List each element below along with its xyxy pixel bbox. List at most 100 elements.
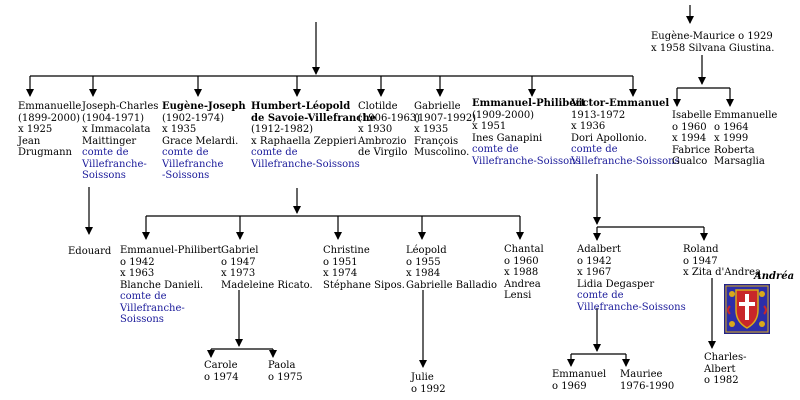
node-edouard-lines-1: Edouard <box>68 246 112 257</box>
node-clotilde-lines-5: de Virgilo <box>358 147 408 158</box>
coat-of-arms-icon <box>724 284 770 334</box>
node-mauriee-lines-1: Mauriee <box>620 369 663 380</box>
node-chantal-lines-2: o 1960 <box>504 255 539 267</box>
node-roland-lines-1: Roland <box>683 244 719 255</box>
node-joseph-charles-title-3: Soissons <box>82 170 126 181</box>
node-isabelle-lines-1: Isabelle <box>672 110 712 121</box>
node-isabelle-lines-5: Gualco <box>672 156 708 167</box>
node-clotilde-lines-2: (1906-1963) <box>358 112 421 124</box>
node-chantal-lines-4: Andrea <box>504 278 541 290</box>
node-adalbert-lines-4: Lidia Degasper <box>577 278 655 290</box>
node-clotilde-lines-3: x 1930 <box>358 124 393 135</box>
node-paola-lines-1: Paola <box>268 360 296 371</box>
node-emmanuelle-1964-lines-3: x 1999 <box>714 133 749 144</box>
node-humbert-leopold-lines-2: x Raphaella Zeppieri <box>251 135 357 147</box>
node-eugene-maurice-line-1: Eugène-Maurice o 1929 <box>651 31 773 42</box>
node-emmanuelle-1964-lines-5: Marsaglia <box>714 156 765 167</box>
node-chantal-lines-1: Chantal <box>504 244 544 255</box>
node-emmanuel-philibert-1942-lines-4: Blanche Danieli. <box>120 279 204 291</box>
node-emmanuelle-1964-lines-2: o 1964 <box>714 121 749 133</box>
node-victor-emmanuel-bold-1: Victor-Emmanuel <box>571 98 670 109</box>
node-victor-emmanuel-lines-3: Dori Apollonio. <box>571 132 647 144</box>
node-emmanuel-philibert-1909-title-2: Villefranche-Soissons <box>472 155 581 167</box>
node-victor-emmanuel-lines-2: x 1936 <box>571 121 606 132</box>
node-carole-lines-2: o 1974 <box>204 371 239 383</box>
node-emmanuelle-1964-lines-4: Roberta <box>714 144 755 156</box>
node-mauriee-lines-2: 1976-1990 <box>620 380 675 392</box>
node-charles-albert-lines-3: o 1982 <box>704 375 739 386</box>
node-emmanuel-philibert-1942-lines-3: x 1963 <box>120 268 155 279</box>
node-emmanuelle-1899-lines-1: Emmanuelle <box>18 101 82 112</box>
node-emmanuel-philibert-1909-bold-1: Emmanuel-Philibert <box>472 98 586 109</box>
node-paola-lines-2: o 1975 <box>268 371 303 383</box>
node-emmanuelle-1899-lines-4: Jean <box>18 135 41 147</box>
node-charles-albert-lines-1: Charles- <box>704 352 747 363</box>
node-chantal-lines-5: Lensi <box>504 290 532 301</box>
node-emmanuelle-1964-lines-1: Emmanuelle <box>714 110 778 121</box>
node-julie-lines-1: Julie <box>411 372 434 383</box>
node-emmanuel-philibert-1909-lines-1: (1909-2000) <box>472 109 535 121</box>
node-emmanuel-philibert-1942-title-2: Villefranche- <box>120 302 185 314</box>
node-humbert-leopold-bold-2: de Savoie-Villefranche <box>251 112 376 124</box>
node-eugene-joseph-title-3: -Soissons <box>162 170 210 181</box>
node-joseph-charles-title-2: Villefranche- <box>82 158 147 170</box>
node-emmanuel-1969-lines-1: Emmanuel <box>552 369 607 380</box>
node-joseph-charles-lines-1: Joseph-Charles <box>82 101 159 112</box>
node-gabriel-lines-3: x 1973 <box>221 268 256 279</box>
node-emmanuel-philibert-1909-lines-3: Ines Ganapini <box>472 132 543 144</box>
node-gabriel-lines-2: o 1947 <box>221 256 256 268</box>
node-gabrielle-1907-lines-4: François <box>414 135 459 147</box>
node-adalbert-title-2: Villefranche-Soissons <box>577 301 686 313</box>
node-christine-lines-4: Stéphane Sipos. <box>323 279 405 291</box>
node-julie-lines-2: o 1992 <box>411 383 446 395</box>
node-adalbert-lines-3: x 1967 <box>577 267 612 278</box>
node-leopold-lines-4: Gabrielle Balladio <box>406 279 498 291</box>
node-isabelle-lines-2: o 1960 <box>672 121 707 133</box>
node-adalbert-lines-1: Adalbert <box>577 244 621 255</box>
node-gabrielle-1907-lines-3: x 1935 <box>414 124 449 135</box>
node-eugene-joseph-title-2: Villefranche <box>162 158 224 170</box>
node-gabrielle-1907-lines-5: Muscolino. <box>414 147 470 158</box>
node-victor-emmanuel-lines-1: 1913-1972 <box>571 109 626 121</box>
node-leopold-lines-2: o 1955 <box>406 256 441 268</box>
node-clotilde-lines-1: Clotilde <box>358 101 398 112</box>
node-charles-albert-lines-2: Albert <box>704 363 736 375</box>
node-gabrielle-1907-lines-2: (1907-1992) <box>414 112 477 124</box>
node-joseph-charles-lines-4: Maittinger <box>82 135 137 147</box>
node-eugene-joseph-lines-1: (1902-1974) <box>162 112 225 124</box>
node-carole-lines-1: Carole <box>204 360 238 371</box>
node-emmanuel-philibert-1942-lines-2: o 1942 <box>120 256 155 268</box>
node-emmanuel-philibert-1909-lines-2: x 1951 <box>472 121 507 132</box>
coat-of-arms-label: Andréa <box>754 271 795 282</box>
node-eugene-maurice-line-2: x 1958 Silvana Giustina. <box>651 42 775 54</box>
node-edouard: Edouard <box>68 246 111 258</box>
node-eugene-maurice: Eugène-Maurice o 1929 x 1958 Silvana Giu… <box>651 31 774 54</box>
node-christine-lines-3: x 1974 <box>323 268 358 279</box>
node-roland-lines-2: o 1947 <box>683 255 718 267</box>
node-chantal-lines-3: x 1988 <box>504 267 539 278</box>
node-clotilde-lines-4: Ambrozio <box>358 135 407 147</box>
node-joseph-charles-title-1: comte de <box>82 147 129 158</box>
node-leopold-lines-3: x 1984 <box>406 268 441 279</box>
node-eugene-joseph-title-1: comte de <box>162 147 209 158</box>
node-humbert-leopold-title-2: Villefranche-Soissons <box>251 158 360 170</box>
